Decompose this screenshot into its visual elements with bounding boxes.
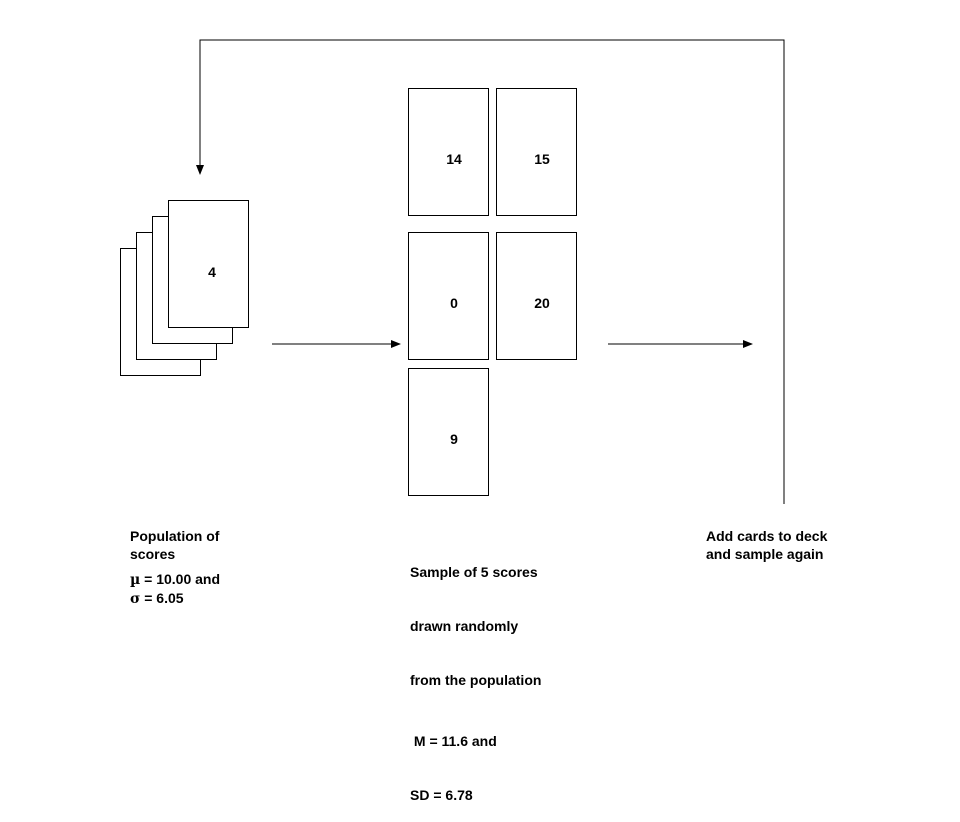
- population-caption-line: Population of: [130, 528, 220, 544]
- sample-card: 14: [408, 88, 489, 216]
- population-mean-value: = 10.00 and: [140, 571, 221, 587]
- population-caption: Population of scores µ = 10.00 and σ = 6…: [130, 527, 220, 608]
- sample-mean: M = 11.6 and: [410, 733, 497, 749]
- deck-top-card: 4: [168, 200, 249, 328]
- sample-caption-line: from the population: [410, 672, 542, 688]
- population-sd: σ = 6.05: [130, 589, 220, 608]
- population-mean: µ = 10.00 and: [130, 570, 220, 589]
- population-sd-value: = 6.05: [140, 590, 184, 606]
- resample-caption-line: Add cards to deck: [706, 528, 828, 544]
- flow-arrows: [196, 39, 785, 504]
- sample-card: 9: [408, 368, 489, 496]
- sigma-symbol: σ: [130, 591, 141, 607]
- population-caption-line: scores: [130, 546, 176, 562]
- sample-card-value: 14: [446, 151, 462, 167]
- mu-symbol: µ: [130, 572, 141, 588]
- resample-caption-line: and sample again: [706, 546, 824, 562]
- sample-card-value: 20: [534, 295, 550, 311]
- sample-caption-line: Sample of 5 scores: [410, 564, 538, 580]
- sample-caption-line: drawn randomly: [410, 618, 519, 634]
- deck-top-card-value: 4: [208, 264, 216, 280]
- sample-card: 20: [496, 232, 577, 360]
- sample-card-value: 9: [450, 431, 458, 447]
- sample-card: 0: [408, 232, 489, 360]
- sample-card: 15: [496, 88, 577, 216]
- sample-card-value: 0: [450, 295, 458, 311]
- resample-caption: Add cards to deck and sample again: [706, 527, 827, 563]
- loop-back-arrow: [196, 39, 785, 504]
- sample-card-value: 15: [534, 151, 550, 167]
- sample-sd: SD = 6.78: [410, 787, 473, 803]
- sample-caption: Sample of 5 scores drawn randomly from t…: [410, 527, 541, 822]
